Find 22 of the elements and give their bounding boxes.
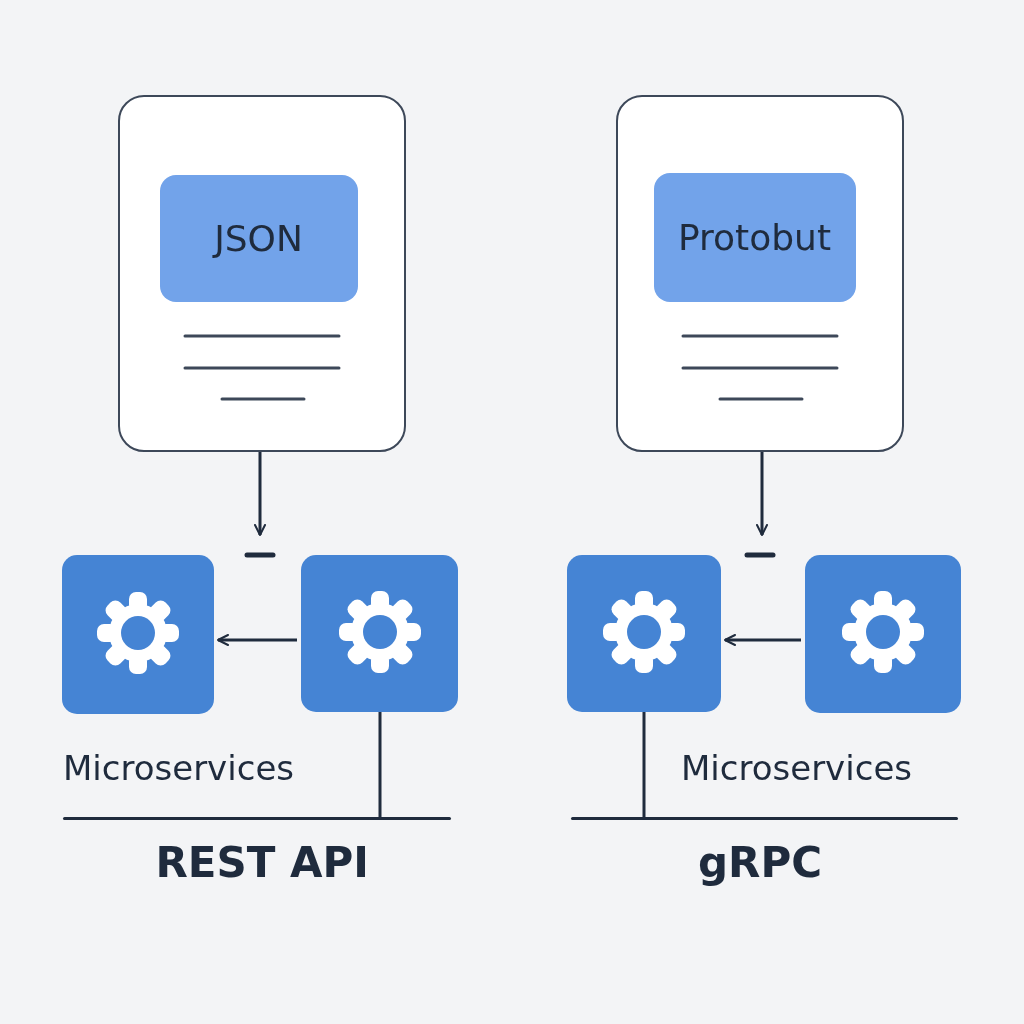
bus-line	[63, 817, 451, 820]
format-label: JSON	[214, 217, 303, 259]
arrow	[756, 452, 768, 536]
connector-line	[642, 712, 646, 817]
format-box	[159, 174, 358, 302]
arrow	[724, 634, 801, 646]
document-card	[118, 95, 406, 452]
format-label: Protobut	[677, 216, 831, 258]
service-box	[805, 555, 961, 713]
connector-line	[378, 712, 382, 817]
section-title: gRPC	[698, 838, 822, 887]
service-box	[62, 555, 214, 714]
section-title: REST API	[155, 838, 369, 887]
document-card	[616, 95, 904, 452]
arrow	[217, 634, 297, 646]
bus-line	[571, 817, 958, 820]
format-box	[653, 172, 856, 302]
arrow	[254, 452, 266, 536]
group-label: Microservices	[63, 748, 294, 788]
service-box	[567, 555, 721, 712]
service-box	[301, 555, 458, 712]
group-label: Microservices	[681, 748, 912, 788]
